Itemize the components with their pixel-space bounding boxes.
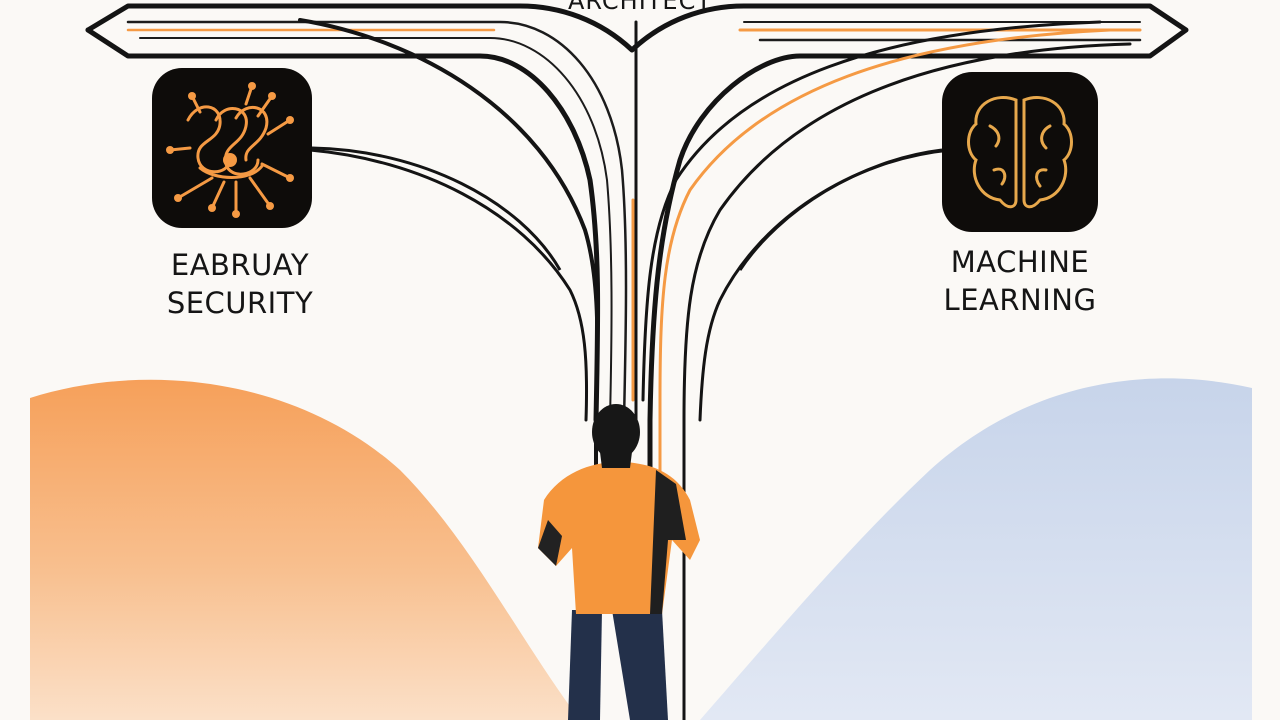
right-branch-label-line1: MACHINE xyxy=(950,245,1090,279)
left-branch-label-line2: SECURITY xyxy=(166,286,314,320)
network-knot-icon xyxy=(152,68,312,228)
right-connector-line xyxy=(738,148,943,271)
right-branch-label-line2: LEARNING xyxy=(943,283,1097,317)
orange-hill xyxy=(30,379,580,720)
right-branch-label: MACHINE LEARNING xyxy=(900,243,1140,319)
left-branch-label-line1: EABRUAY xyxy=(170,248,310,282)
top-label: ARCHITECT xyxy=(567,0,713,15)
branching-road xyxy=(85,3,1189,720)
brain-icon xyxy=(942,72,1098,232)
left-branch-label: EABRUAY SECURITY xyxy=(120,246,360,322)
left-connector-line xyxy=(311,146,562,271)
blue-hill xyxy=(700,378,1252,720)
person-figure xyxy=(538,404,700,720)
